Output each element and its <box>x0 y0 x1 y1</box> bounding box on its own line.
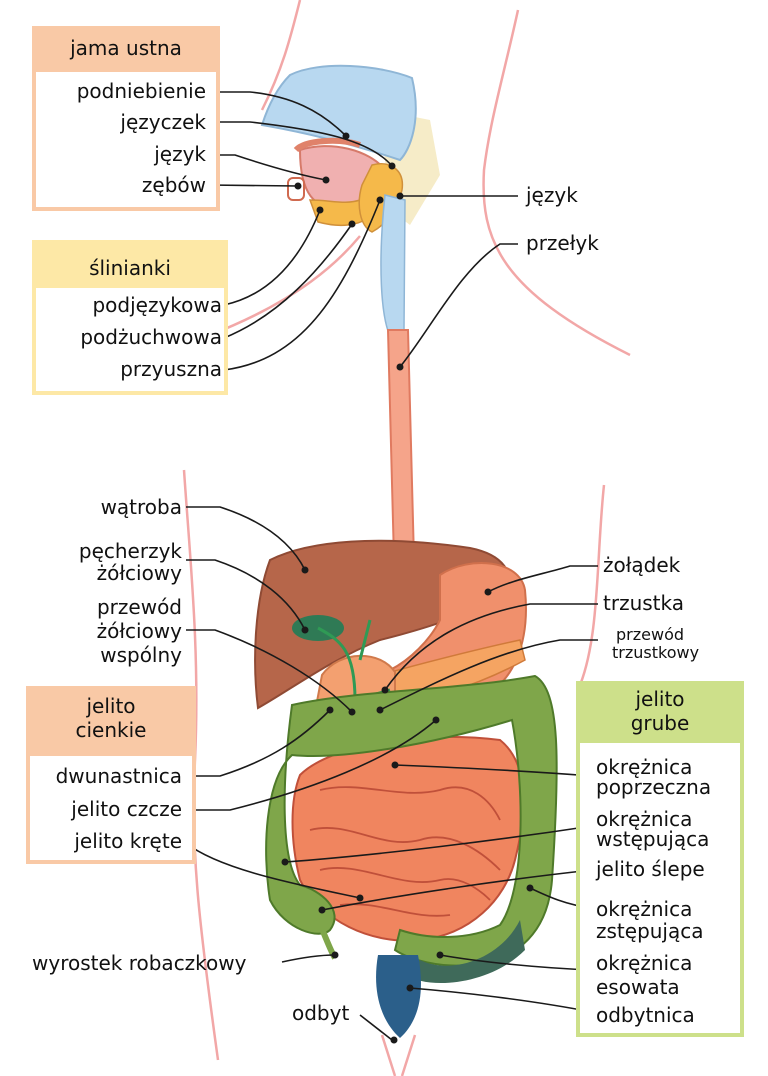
label-submandibular: podżuchwowa <box>80 325 222 349</box>
label-palate: podniebienie <box>76 79 206 103</box>
label-duodenum: dwunastnica <box>55 764 182 788</box>
label-pancreas: trzustka <box>603 591 684 615</box>
large-intestine-title-line2: grube <box>630 711 690 735</box>
label-ascending-line2: wstępująca <box>596 827 710 851</box>
leader-lines <box>185 91 598 1044</box>
label-appendix: wyrostek robaczkowy <box>32 951 247 975</box>
label-transverse-line2: poprzeczna <box>596 775 712 799</box>
large-intestine-group-body <box>580 743 740 1033</box>
label-parotid: przyuszna <box>120 357 222 381</box>
label-sublingual: podjęzykowa <box>92 293 222 317</box>
label-sigmoid-line2: esowata <box>596 975 680 999</box>
label-anus: odbyt <box>292 1001 350 1025</box>
large-intestine-group-box: jelito grube <box>576 681 744 1037</box>
large-intestine-shape <box>265 674 558 967</box>
salivary-group-title: ślinianki <box>89 256 171 280</box>
label-ascending-line1: okrężnica <box>596 807 693 831</box>
mouth-group-box: jama ustna <box>32 26 220 211</box>
label-pancreatic-duct-line1: przewód <box>616 625 685 644</box>
label-bile-duct-line1: przewód <box>96 595 182 619</box>
label-descending-line1: okrężnica <box>596 897 693 921</box>
label-tongue-right: język <box>526 183 578 207</box>
upper-lip-shape <box>293 137 361 153</box>
label-stomach: żołądek <box>603 553 681 577</box>
label-cecum: jelito ślepe <box>596 857 705 881</box>
pharynx-shape <box>380 194 406 342</box>
label-teeth: zębów <box>141 173 206 197</box>
small-intestine-title-line2: cienkie <box>75 718 147 742</box>
small-intestine-group-box: jelito cienkie <box>26 686 196 864</box>
palate-shape <box>260 64 417 162</box>
salivary-group-body <box>36 288 224 391</box>
rectum-shape <box>376 955 421 1038</box>
label-sigmoid-line1: okrężnica <box>596 951 693 975</box>
mouth-group-title: jama ustna <box>70 36 182 60</box>
label-uvula: języczek <box>120 110 206 134</box>
label-gallbladder-line1: pęcherzyk <box>78 539 182 563</box>
small-intestine-group-body <box>30 756 192 860</box>
label-bile-duct-line3: wspólny <box>100 643 182 667</box>
label-transverse-line1: okrężnica <box>596 755 693 779</box>
large-intestine-title-line1: jelito <box>635 687 685 711</box>
label-tongue: język <box>154 142 206 166</box>
label-pancreatic-duct-line2: trzustkowy <box>612 643 700 662</box>
label-descending-line2: zstępująca <box>596 919 704 943</box>
label-liver: wątroba <box>100 495 182 519</box>
sigmoid-shape <box>405 920 525 983</box>
label-rectum: odbytnica <box>596 1003 695 1027</box>
mouth-group-body <box>36 72 216 207</box>
label-ileum: jelito kręte <box>74 829 182 853</box>
teeth-shape <box>287 177 305 201</box>
salivary-group-box: ślinianki <box>32 240 228 395</box>
label-jejunum: jelito czcze <box>71 797 182 821</box>
label-gallbladder-line2: żółciowy <box>96 561 182 585</box>
label-bile-duct-line2: żółciowy <box>96 619 182 643</box>
label-esophagus: przełyk <box>526 231 599 255</box>
small-intestine-title-line1: jelito <box>86 694 136 718</box>
